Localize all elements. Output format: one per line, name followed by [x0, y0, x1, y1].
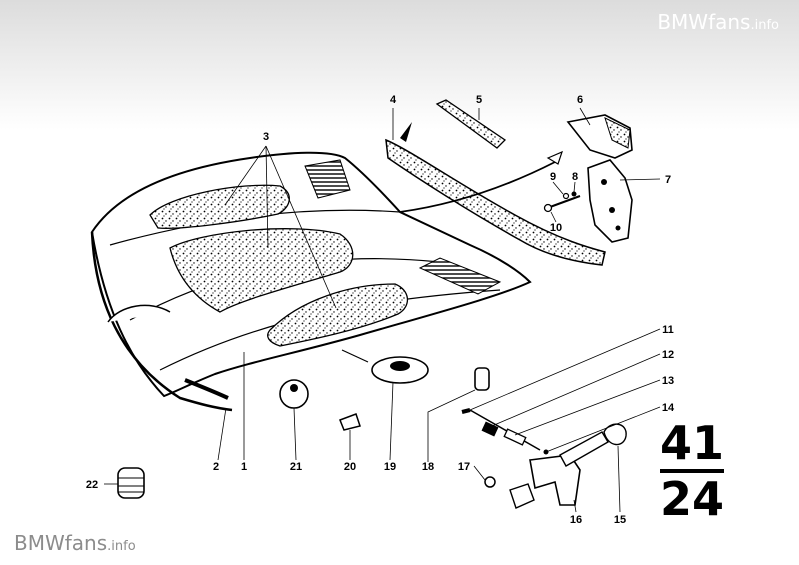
- part-9-washer: [562, 192, 570, 200]
- watermark-suffix: .info: [750, 18, 779, 33]
- part-6-texture: [604, 117, 631, 149]
- label-21: 21: [290, 461, 302, 473]
- group-number-bottom: 24: [660, 472, 725, 526]
- watermark-suffix-bottom: .info: [107, 539, 136, 554]
- watermark-bottom: BMWfans.info: [14, 531, 136, 555]
- label-11: 11: [662, 324, 674, 336]
- part-16-lever: [559, 431, 609, 467]
- group-number: 41 24: [660, 420, 724, 522]
- label-12: 12: [662, 349, 674, 361]
- part-15-knob: [603, 423, 627, 446]
- label-18: 18: [422, 461, 434, 473]
- part-11-nipple: [461, 408, 471, 414]
- label-9: 9: [550, 171, 556, 183]
- label-10: 10: [550, 222, 562, 234]
- label-8: 8: [572, 171, 578, 183]
- part-22-buffer: [117, 467, 145, 499]
- label-16: 16: [570, 514, 582, 526]
- release-cable: [399, 161, 556, 213]
- part-10-screw: [549, 195, 581, 208]
- watermark-brand-bottom: BMWfans: [14, 531, 108, 555]
- part-8-washer: [571, 191, 577, 197]
- label-17: 17: [458, 461, 470, 473]
- part-7-hole-a: [601, 179, 607, 185]
- label-14: 14: [662, 402, 675, 414]
- label-2: 2: [213, 461, 219, 473]
- hood-vent-front: [418, 257, 502, 295]
- label-6: 6: [577, 94, 583, 106]
- cable-end: [546, 150, 563, 165]
- label-22: 22: [86, 479, 98, 491]
- part-4-rubber-strip: [385, 138, 606, 266]
- part-5-seal: [435, 99, 507, 149]
- cable-inner: [469, 409, 541, 451]
- part-16-plate: [509, 483, 535, 509]
- part-20-clip: [339, 413, 361, 431]
- part-19-arrow: [341, 349, 369, 363]
- label-20: 20: [344, 461, 356, 473]
- part-7-lock: [587, 159, 633, 243]
- part-12-sleeve: [481, 421, 499, 437]
- hood-vent-rear: [304, 159, 351, 199]
- part-19-centre: [390, 361, 410, 371]
- label-5: 5: [476, 94, 482, 106]
- label-3: 3: [263, 131, 269, 143]
- part-13-tube: [503, 428, 527, 446]
- group-number-divider: [660, 469, 724, 473]
- label-19: 19: [384, 461, 396, 473]
- part-10-head: [543, 203, 553, 213]
- part-4-tip: [400, 122, 412, 142]
- group-number-top: 41: [660, 416, 725, 470]
- part-17-screw: [484, 476, 496, 488]
- label-1: 1: [241, 461, 247, 473]
- part-18-buffer: [474, 367, 490, 391]
- label-7: 7: [665, 174, 671, 186]
- watermark-top: BMWfans.info: [657, 10, 779, 34]
- label-4: 4: [390, 94, 397, 106]
- insulation-pads: [149, 184, 409, 347]
- part-7-hole-b: [609, 207, 615, 213]
- part-7-hole-c: [615, 225, 621, 231]
- label-15: 15: [614, 514, 626, 526]
- label-13: 13: [662, 375, 674, 387]
- part-21-centre: [290, 384, 298, 392]
- watermark-brand: BMWfans: [657, 10, 751, 34]
- leader-lines: [104, 107, 661, 513]
- header-gradient: [0, 0, 799, 130]
